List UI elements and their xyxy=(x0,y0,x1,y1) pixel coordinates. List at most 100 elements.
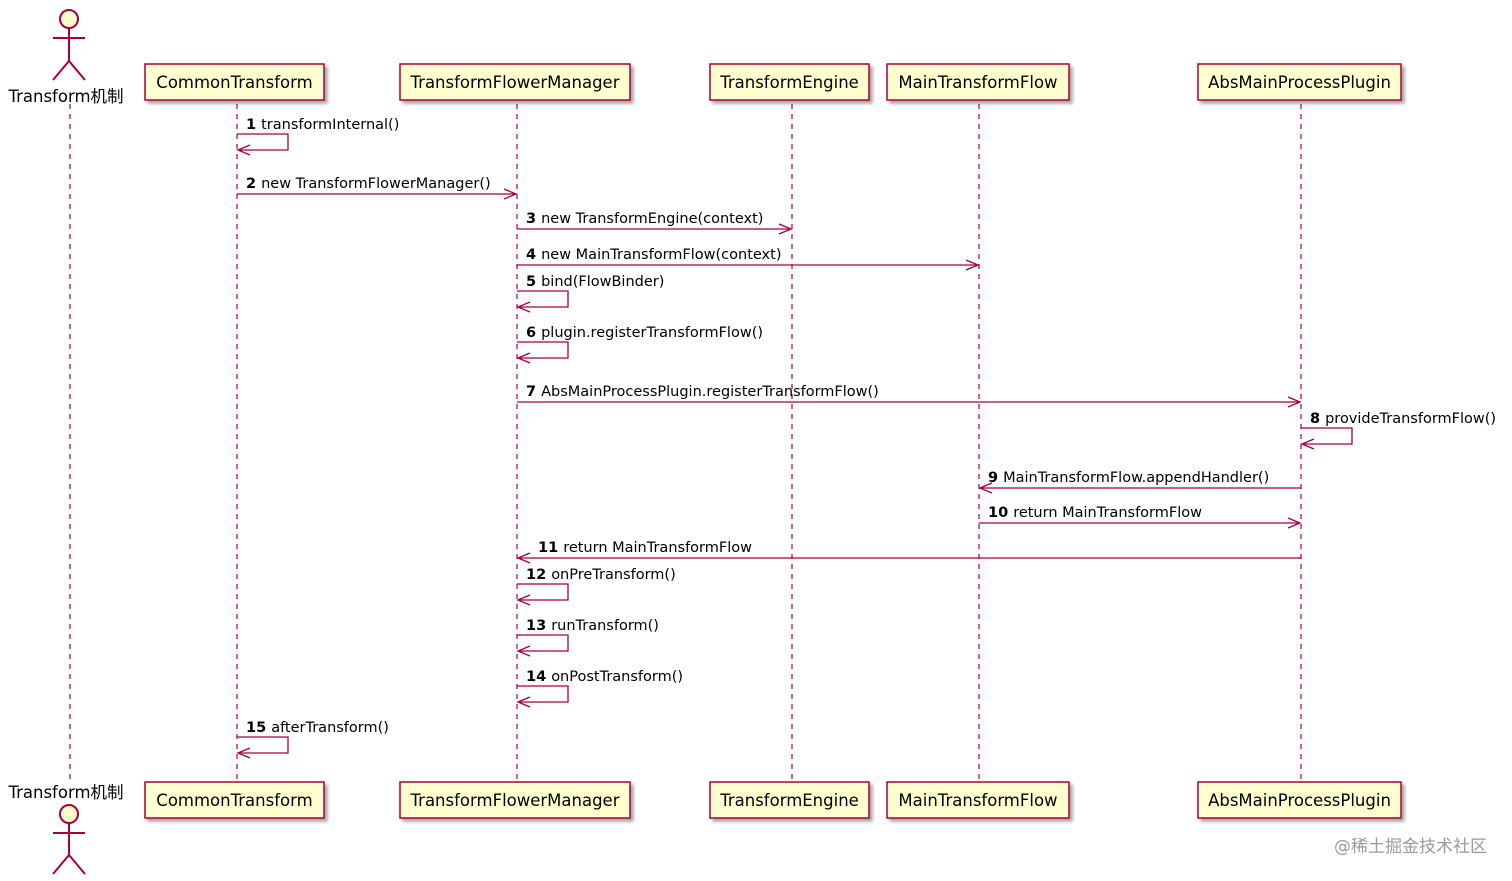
actor-icon xyxy=(52,9,86,81)
participant-label: MainTransformFlow xyxy=(898,73,1057,92)
participant-manager-top: TransformFlowerManager xyxy=(399,63,631,101)
arrow-head xyxy=(978,482,993,494)
message-label: 8 provideTransformFlow() xyxy=(1310,411,1496,427)
message-number: 11 xyxy=(538,540,558,556)
message-11: 11 return MainTransformFlow xyxy=(516,540,1301,564)
message-number: 6 xyxy=(526,325,536,341)
message-13: 13 runTransform() xyxy=(516,618,659,657)
message-text: new TransformFlowerManager() xyxy=(261,176,491,192)
participant-label: CommonTransform xyxy=(156,791,312,810)
message-text: MainTransformFlow.appendHandler() xyxy=(1003,470,1269,486)
participant-manager-bottom: TransformFlowerManager xyxy=(399,781,631,819)
watermark-text: @稀土掘金技术社区 xyxy=(1334,837,1487,857)
arrow-head xyxy=(1287,517,1302,529)
participant-label: TransformEngine xyxy=(719,791,859,810)
message-label: 11 return MainTransformFlow xyxy=(538,540,752,556)
message-12: 12 onPreTransform() xyxy=(516,567,676,606)
message-number: 8 xyxy=(1310,411,1320,427)
participant-engine-bottom: TransformEngine xyxy=(709,781,870,819)
message-text: transformInternal() xyxy=(261,117,399,133)
message-text: bind(FlowBinder) xyxy=(541,274,664,290)
message-number: 13 xyxy=(526,618,546,634)
message-number: 2 xyxy=(246,176,256,192)
message-text: onPreTransform() xyxy=(551,567,676,583)
participant-label: MainTransformFlow xyxy=(898,791,1057,810)
message-text: new MainTransformFlow(context) xyxy=(541,247,781,263)
arrow-head xyxy=(778,223,793,235)
message-number: 15 xyxy=(246,720,266,736)
self-message-arrow xyxy=(517,583,569,601)
message-15: 15 afterTransform() xyxy=(236,720,389,759)
participant-common-bottom: CommonTransform xyxy=(144,781,325,819)
message-number: 14 xyxy=(526,669,546,685)
message-text: AbsMainProcessPlugin.registerTransformFl… xyxy=(541,384,879,400)
message-label: 13 runTransform() xyxy=(526,618,659,634)
message-2: 2 new TransformFlowerManager() xyxy=(237,176,518,200)
message-number: 4 xyxy=(526,247,536,263)
arrow-head xyxy=(236,747,251,759)
message-number: 1 xyxy=(246,117,256,133)
message-number: 9 xyxy=(988,470,998,486)
message-6: 6 plugin.registerTransformFlow() xyxy=(516,325,763,364)
message-5: 5 bind(FlowBinder) xyxy=(516,274,664,313)
participant-label: AbsMainProcessPlugin xyxy=(1208,73,1391,92)
self-message-arrow xyxy=(237,133,289,151)
message-label: 14 onPostTransform() xyxy=(526,669,683,685)
arrow-head xyxy=(1300,438,1315,450)
arrow-head xyxy=(516,645,531,657)
message-number: 12 xyxy=(526,567,546,583)
actor-top: Transform机制 xyxy=(7,9,124,106)
message-number: 5 xyxy=(526,274,536,290)
actor-bottom: Transform机制 xyxy=(7,783,124,875)
participant-common-top: CommonTransform xyxy=(144,63,325,101)
arrow-head xyxy=(516,352,531,364)
arrow-head xyxy=(516,696,531,708)
arrow-head xyxy=(516,301,531,313)
message-text: new TransformEngine(context) xyxy=(541,211,763,227)
participant-label: AbsMainProcessPlugin xyxy=(1208,791,1391,810)
message-number: 10 xyxy=(988,505,1008,521)
message-number: 7 xyxy=(526,384,536,400)
participant-flow-top: MainTransformFlow xyxy=(886,63,1070,101)
message-label: 9 MainTransformFlow.appendHandler() xyxy=(988,470,1269,486)
participant-label: TransformFlowerManager xyxy=(410,73,620,92)
participant-flow-bottom: MainTransformFlow xyxy=(886,781,1070,819)
self-message-arrow xyxy=(517,290,569,308)
message-label: 5 bind(FlowBinder) xyxy=(526,274,664,290)
self-message-arrow xyxy=(517,634,569,652)
self-message-arrow xyxy=(237,736,289,754)
message-text: runTransform() xyxy=(551,618,659,634)
participant-label: CommonTransform xyxy=(156,73,312,92)
arrow-head xyxy=(965,259,980,271)
message-8: 8 provideTransformFlow() xyxy=(1300,411,1496,450)
message-label: 4 new MainTransformFlow(context) xyxy=(526,247,781,263)
message-text: onPostTransform() xyxy=(551,669,683,685)
message-text: provideTransformFlow() xyxy=(1325,411,1496,427)
self-message-arrow xyxy=(517,685,569,703)
message-label: 15 afterTransform() xyxy=(246,720,389,736)
messages: 1 transformInternal() 2 new TransformFlower… xyxy=(236,117,1496,759)
message-label: 12 onPreTransform() xyxy=(526,567,676,583)
message-9: 9 MainTransformFlow.appendHandler() xyxy=(978,470,1301,494)
participant-label: TransformFlowerManager xyxy=(410,791,620,810)
arrow-head xyxy=(236,144,251,156)
actor-icon xyxy=(52,804,86,875)
message-text: return MainTransformFlow xyxy=(563,540,752,556)
message-text: plugin.registerTransformFlow() xyxy=(541,325,763,341)
actor-label: Transform机制 xyxy=(7,783,123,802)
self-message-arrow xyxy=(517,341,569,359)
message-label: 7 AbsMainProcessPlugin.registerTransformF… xyxy=(526,384,879,400)
actor-label: Transform机制 xyxy=(7,87,123,106)
arrow-head xyxy=(516,594,531,606)
message-text: afterTransform() xyxy=(271,720,389,736)
arrow-head xyxy=(1287,396,1302,408)
participant-plugin-bottom: AbsMainProcessPlugin xyxy=(1197,781,1402,819)
message-label: 2 new TransformFlowerManager() xyxy=(246,176,491,192)
arrow-head xyxy=(503,188,518,200)
participant-plugin-top: AbsMainProcessPlugin xyxy=(1197,63,1402,101)
